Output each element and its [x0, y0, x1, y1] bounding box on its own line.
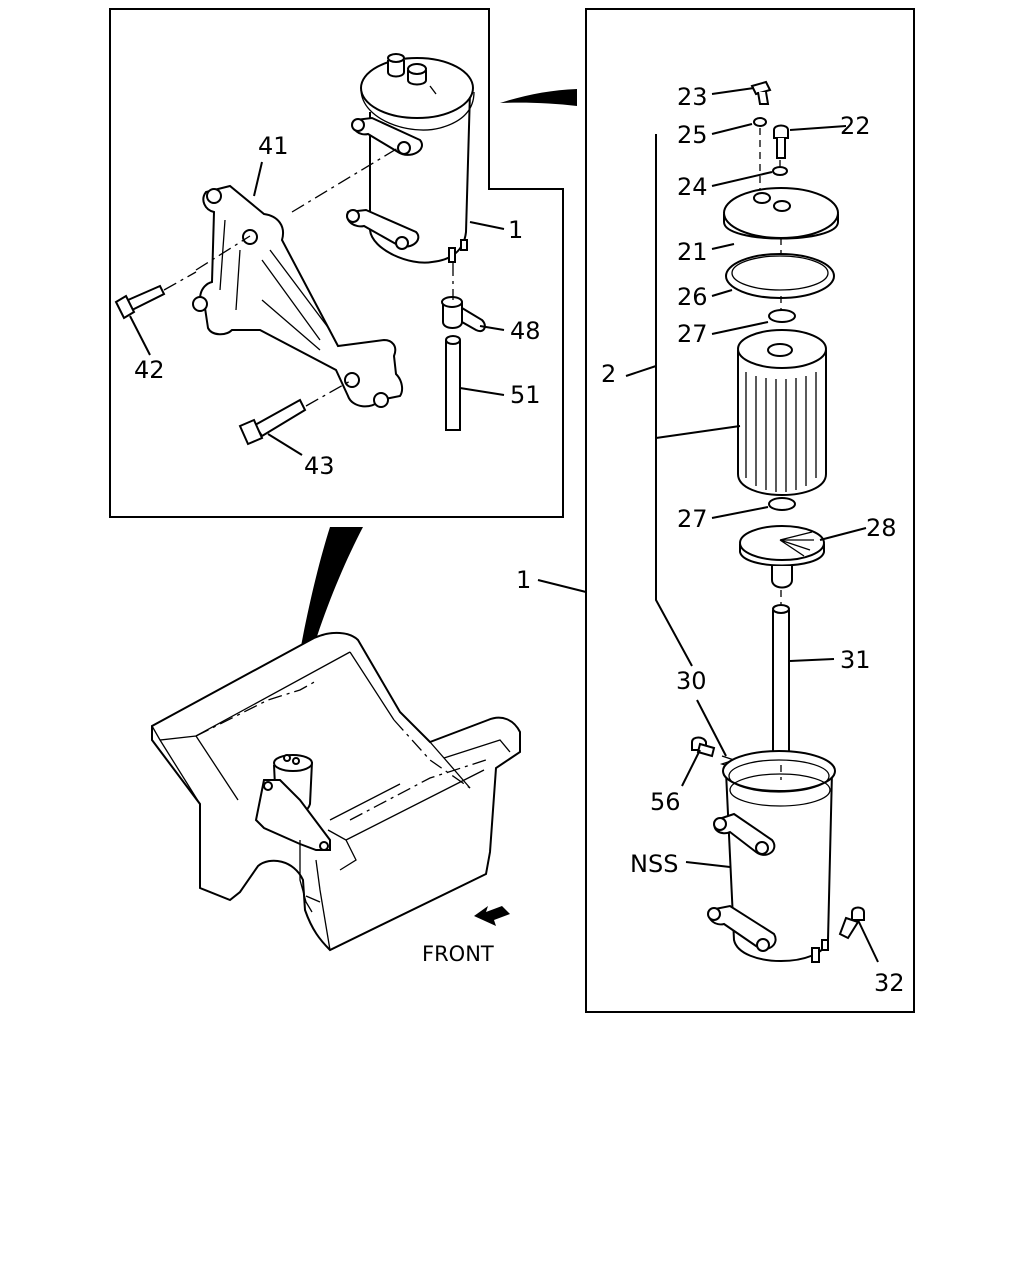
label-31: 31 — [840, 646, 871, 674]
label-26: 26 — [677, 283, 708, 311]
label-41: 41 — [258, 132, 289, 160]
bolt-32 — [838, 906, 865, 940]
label-48: 48 — [510, 317, 541, 345]
detail-frame-right — [585, 8, 915, 1013]
washer-27-top — [768, 309, 796, 323]
cover-21 — [723, 187, 839, 240]
valve-28 — [739, 525, 825, 589]
o-ring-26 — [725, 253, 835, 299]
clamp-48 — [441, 296, 486, 332]
washer-24 — [772, 166, 788, 176]
bolt-56 — [691, 736, 716, 758]
pipe-51 — [445, 335, 461, 431]
nut-25 — [753, 117, 767, 127]
label-28: 28 — [866, 514, 897, 542]
label-43: 43 — [304, 452, 335, 480]
filter-element — [737, 329, 827, 496]
label-2: 2 — [601, 360, 616, 388]
detail-frame-left — [109, 8, 564, 518]
part-labels: 41 1 48 42 51 43 23 22 25 24 21 26 27 2 … — [134, 83, 905, 997]
washer-27-bottom — [768, 497, 796, 511]
label-27-bottom: 27 — [677, 505, 708, 533]
label-1-right: 1 — [516, 566, 531, 594]
label-56: 56 — [650, 788, 681, 816]
label-23: 23 — [677, 83, 708, 111]
bolt-43 — [238, 398, 307, 446]
label-22: 22 — [840, 112, 871, 140]
label-front: FRONT — [422, 942, 494, 966]
label-21: 21 — [677, 238, 708, 266]
label-42: 42 — [134, 356, 165, 384]
engine-block — [151, 632, 521, 952]
tube-31 — [772, 604, 790, 766]
bolt-22 — [773, 124, 789, 159]
front-arrow — [474, 906, 510, 926]
label-32: 32 — [874, 969, 905, 997]
label-51: 51 — [510, 381, 541, 409]
label-1-left: 1 — [508, 216, 523, 244]
label-27-top: 27 — [677, 320, 708, 348]
label-nss: NSS — [630, 850, 678, 878]
label-24: 24 — [677, 173, 708, 201]
label-30: 30 — [676, 667, 707, 695]
filter-assembly-detail — [346, 53, 475, 264]
bolt-23 — [750, 80, 772, 105]
view-arrow-top — [500, 89, 577, 106]
filter-housing — [707, 750, 836, 963]
mounting-bracket — [192, 184, 404, 408]
bolt-42 — [114, 284, 166, 320]
label-25: 25 — [677, 121, 708, 149]
leader-lines — [129, 87, 879, 963]
view-arrow-bottom — [283, 527, 363, 760]
